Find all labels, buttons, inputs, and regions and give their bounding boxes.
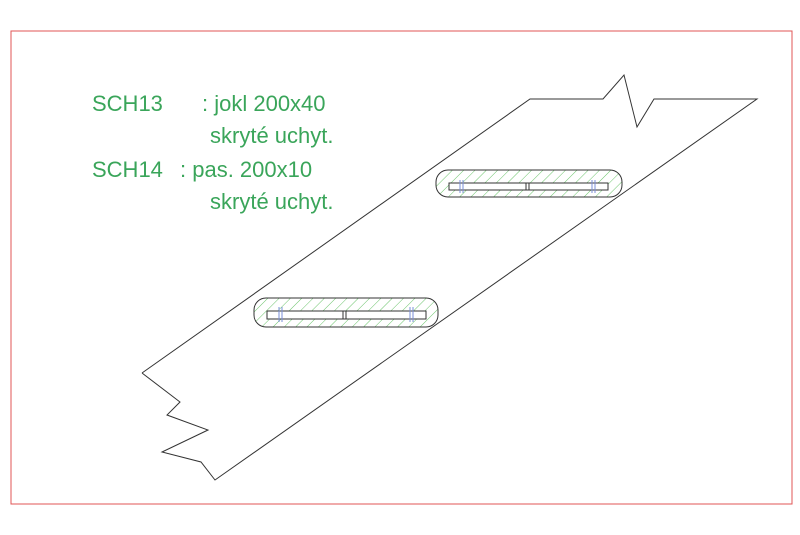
- note-sch14-desc: : pas. 200x10: [180, 157, 313, 182]
- anchor-mark: [459, 180, 596, 193]
- drawing-frame: [10, 30, 793, 505]
- bracket-upper: [435, 169, 623, 198]
- note-sch13-desc: : jokl 200x40: [202, 91, 326, 116]
- note-sch13-fixing: skryté uchyt.: [210, 123, 334, 148]
- bracket-lower: [253, 297, 439, 328]
- note-sch14-code: SCH14: [92, 157, 163, 182]
- anchor-mark: [278, 307, 414, 322]
- note-sch13-code: SCH13: [92, 91, 163, 116]
- stringer-outline: [141, 73, 759, 481]
- note-sch14-fixing: skryté uchyt.: [210, 189, 334, 214]
